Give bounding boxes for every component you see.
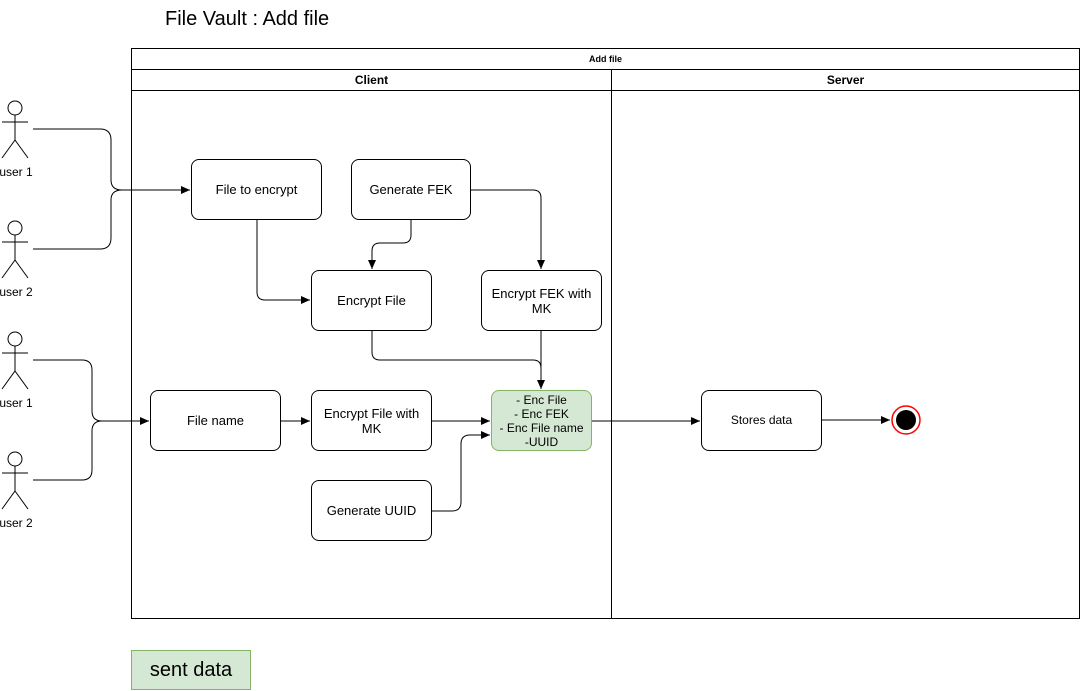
lane-divider: [611, 69, 612, 619]
edge-user2-to-filename: [33, 420, 149, 481]
diagram-title: File Vault : Add file: [165, 8, 330, 30]
actor-user-2-bottom-icon: [1, 451, 29, 510]
node-sent-data-bundle[interactable]: - Enc File - Enc FEK - Enc File name -UU…: [491, 390, 592, 451]
node-encrypt-file-with-mk[interactable]: Encrypt File with MK: [311, 390, 432, 451]
end-node-icon: [891, 405, 921, 435]
legend-sent-data: sent data: [131, 650, 251, 690]
edge-fek-to-encrypt-fek: [471, 189, 545, 269]
node-encrypt-file[interactable]: Encrypt File: [311, 270, 432, 331]
edge-encrypt-file-to-bundle: [371, 330, 545, 389]
actor-label-user-1-top: user 1: [0, 165, 33, 179]
edge-uuid-to-bundle: [431, 431, 490, 512]
node-file-name[interactable]: File name: [150, 390, 281, 451]
actor-user-1-top-icon: [1, 100, 29, 159]
node-file-to-encrypt[interactable]: File to encrypt: [191, 159, 322, 220]
edge-file-to-encrypt-file: [256, 220, 310, 304]
node-generate-uuid[interactable]: Generate UUID: [311, 480, 432, 541]
actor-user-2-top-icon: [1, 220, 29, 279]
actor-user-1-bottom-icon: [1, 331, 29, 390]
actor-label-user-2-top: user 2: [0, 285, 33, 299]
actor-label-user-2-bottom: user 2: [0, 516, 33, 530]
edge-fek-to-encrypt-file: [368, 220, 412, 269]
actor-label-user-1-bottom: user 1: [0, 396, 33, 410]
node-stores-data[interactable]: Stores data: [701, 390, 822, 451]
node-encrypt-fek-with-mk[interactable]: Encrypt FEK with MK: [481, 270, 602, 331]
node-generate-fek[interactable]: Generate FEK: [351, 159, 471, 220]
edge-user1-to-filename: [33, 359, 149, 425]
edge-user2-to-file: [33, 189, 190, 250]
edge-user1-to-file: [33, 128, 190, 194]
